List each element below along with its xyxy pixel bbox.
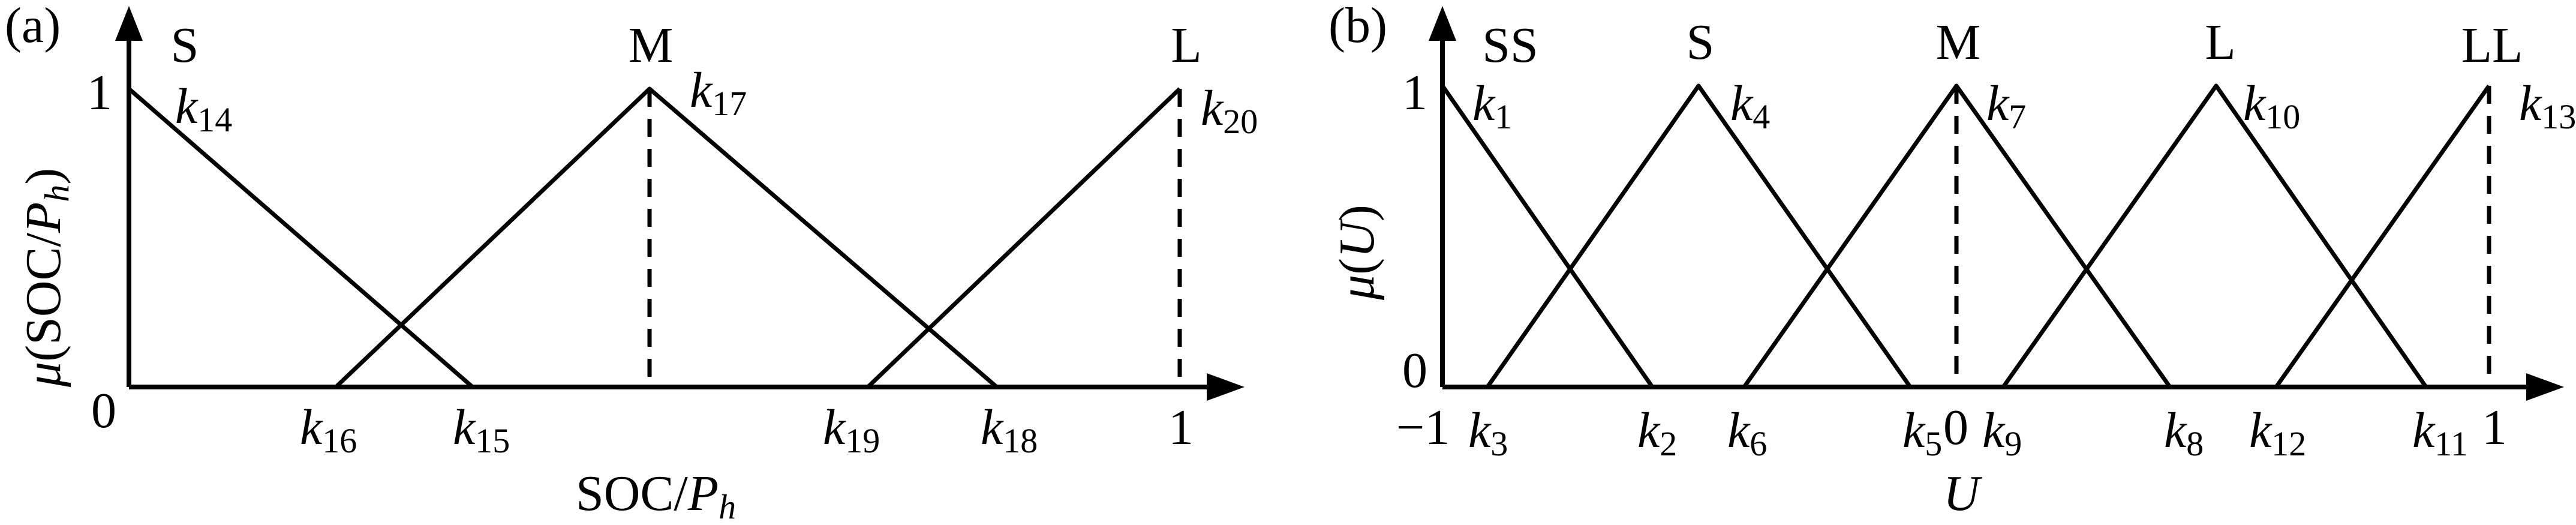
panel-b-set-LL: LL [2461, 17, 2523, 73]
panel-b-point-k7: k7 [1986, 76, 2026, 136]
panel-a-point-k19: k19 [823, 400, 880, 460]
panel-a-mf-M [334, 86, 999, 389]
panel-b-x-tick-1: 1 [2482, 400, 2507, 455]
panel-a-y-axis-label: μ(SOC/Ph) [16, 168, 76, 388]
panel-a-x-arrow-icon [1207, 373, 1245, 401]
panel-b-point-k8: k8 [2164, 403, 2204, 463]
panel-b-mf-L [2001, 83, 2428, 389]
panel-b-y-arrow-icon [1429, 6, 1456, 41]
panel-b-set-SS: SS [1482, 17, 1538, 73]
panel-b-y-axis-label: μ(U) [1329, 205, 1385, 301]
panel-b-mf-SS [1441, 84, 1654, 389]
panel-b-label: (b) [1328, 0, 1387, 53]
panel-b-x-tick-0: 0 [1943, 400, 1968, 455]
panel-a-y-tick-0: 0 [91, 383, 116, 439]
panel-a-set-S: S [171, 17, 199, 73]
panel-a-mf-S [127, 87, 474, 389]
panel-b-y-tick-0: 0 [1402, 343, 1427, 398]
panel-b-mf-LL [2274, 84, 2491, 389]
panel-a-set-L: L [1171, 17, 1201, 73]
panel-b-x-arrow-icon [2526, 373, 2564, 401]
panel-a-y-tick-1: 1 [87, 65, 112, 121]
panel-b-set-M: M [1936, 14, 1981, 70]
panel-b-point-k9: k9 [1982, 403, 2022, 463]
panel-a-y-arrow-icon [115, 6, 143, 41]
panel-b-point-k4: k4 [1730, 76, 1770, 136]
panel-a-point-k18: k18 [981, 400, 1038, 460]
panel-a-point-k17: k17 [690, 62, 747, 123]
panel-b-point-k1: k1 [1472, 76, 1512, 136]
panel-b-x-tick-neg1: −1 [1396, 400, 1450, 455]
panel-a: (a) S M L 1 0 1 k14 k17 k20 k16 k15 k19 … [5, 0, 1258, 525]
panel-b-x-axis-label: U [1943, 466, 1983, 521]
panel-b-mf-S [1486, 83, 1912, 389]
panel-b-point-k3: k3 [1468, 403, 1508, 463]
panel-b: (b) SS S M L LL 1 0 −1 0 1 k1 k4 k7 k10 … [1328, 0, 2576, 521]
panel-a-x-tick-1: 1 [1168, 400, 1194, 455]
panel-b-set-L: L [2205, 14, 2235, 70]
panel-a-point-k16: k16 [300, 400, 357, 460]
panel-b-point-k10: k10 [2243, 76, 2300, 136]
panel-b-point-k2: k2 [1637, 403, 1677, 463]
panel-a-point-k20: k20 [1201, 80, 1258, 141]
panel-b-point-k13: k13 [2519, 76, 2576, 136]
panel-a-point-k14: k14 [175, 79, 232, 139]
panel-a-point-k15: k15 [453, 400, 510, 460]
panel-b-y-tick-1: 1 [1402, 65, 1427, 121]
panel-b-point-k12: k12 [2249, 403, 2306, 463]
panel-a-label: (a) [5, 0, 61, 53]
panel-b-set-S: S [1687, 14, 1715, 70]
panel-a-mf-L [866, 87, 1182, 389]
panel-a-x-axis-label: SOC/Ph [576, 466, 736, 525]
panel-b-point-k11: k11 [2412, 403, 2468, 463]
panel-b-point-k5: k5 [1902, 403, 1942, 463]
panel-a-set-M: M [629, 17, 674, 73]
panel-b-point-k6: k6 [1727, 403, 1767, 463]
